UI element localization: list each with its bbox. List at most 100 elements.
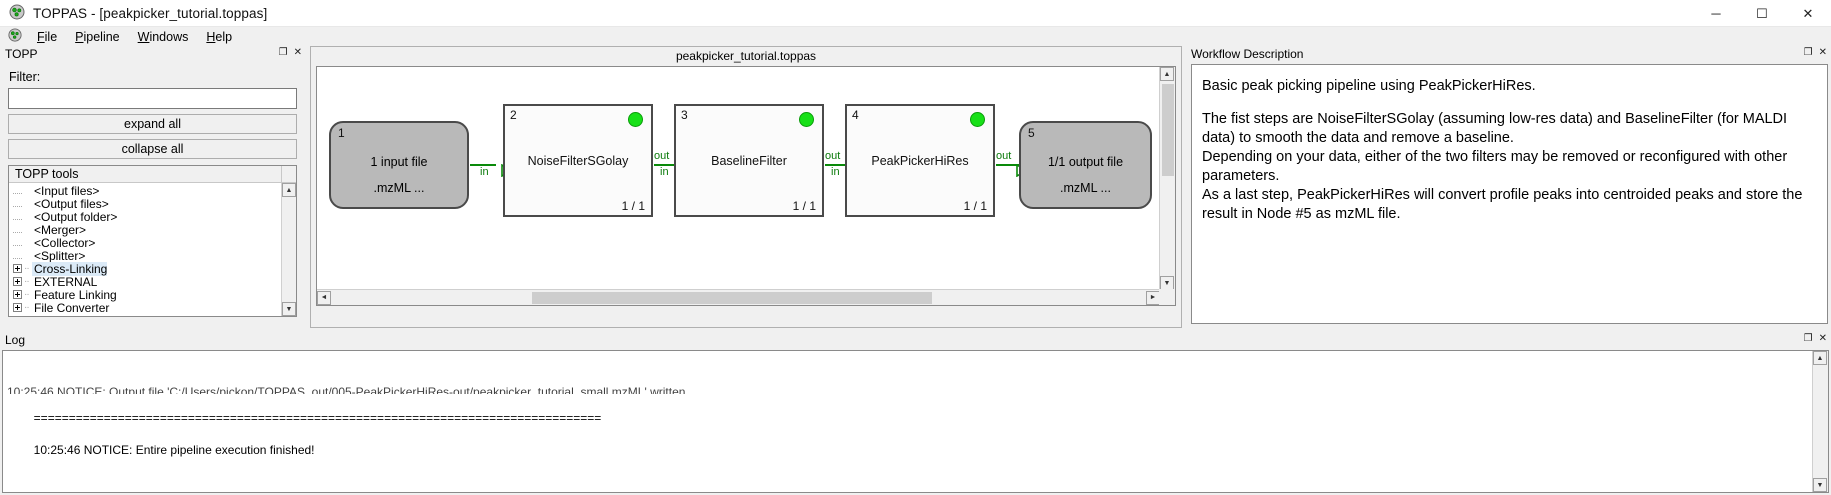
node-3-status-led-green — [799, 112, 814, 127]
tree-scroll-down-icon[interactable]: ▼ — [282, 302, 296, 316]
node-2-name: NoiseFilterSGolay — [527, 153, 629, 168]
tree-item-label: EXTERNAL — [34, 274, 98, 289]
tree-item[interactable]: ·· EXTERNAL — [9, 274, 281, 289]
tree-item[interactable]: <Merger> — [9, 222, 281, 237]
tree-item[interactable]: <Output folder> — [9, 210, 281, 224]
tree-item[interactable]: <Splitter> — [9, 248, 281, 263]
canvas-scroll-down-icon[interactable]: ▼ — [1160, 276, 1174, 290]
menu-file[interactable]: File — [37, 29, 58, 44]
expand-plus-icon[interactable] — [13, 290, 22, 299]
menu-windows[interactable]: Windows — [137, 29, 189, 44]
pipeline-node-4-peakpickerhires[interactable]: 4 PeakPickerHiRes 1 / 1 — [845, 104, 995, 217]
workflow-panel-dock-buttons: ❐ ✕ — [1804, 47, 1827, 58]
pipeline-mdi-window: peakpicker_tutorial.toppas 1 1 input fil… — [310, 46, 1182, 328]
node-5-number: 5 — [1028, 126, 1035, 140]
canvas-vertical-scroll-thumb[interactable] — [1162, 84, 1174, 176]
tree-connector-line — [13, 213, 22, 220]
workflow-paragraph-3: Depending on your data, either of the tw… — [1202, 149, 1788, 184]
edge-1-2-arrowhead — [492, 158, 512, 177]
tree-item[interactable]: ·· File Converter — [9, 300, 281, 315]
log-output-area[interactable]: 10:25:46 NOTICE: Output file 'C:/Users/p… — [2, 350, 1829, 493]
log-scroll-down-icon[interactable]: ▼ — [1813, 478, 1827, 492]
pipeline-node-2-noisefiltersgolay[interactable]: 2 NoiseFilterSGolay 1 / 1 — [503, 104, 653, 217]
tree-header-resize-handle[interactable] — [281, 166, 296, 182]
tree-item-label: Cross-Linking — [32, 261, 108, 276]
tree-item[interactable]: ··Cross-Linking — [9, 261, 281, 276]
tree-scroll-up-icon[interactable]: ▲ — [282, 183, 296, 197]
close-button[interactable]: ✕ — [1802, 5, 1814, 21]
pipeline-window-caption: peakpicker_tutorial.toppas — [311, 47, 1181, 64]
pipeline-canvas-frame: 1 1 input file .mzML ... in 2 NoiseFilte… — [316, 66, 1176, 306]
topp-panel-body: Filter: expand all collapse all TOPP too… — [0, 62, 306, 317]
filter-label: Filter: — [9, 70, 41, 84]
title-bar: TOPPAS - [peakpicker_tutorial.toppas] ─ … — [0, 0, 1831, 27]
canvas-scroll-right-icon[interactable]: ► — [1146, 290, 1160, 305]
tree-item[interactable]: ··Feature Linking — [9, 288, 281, 302]
canvas-scroll-left-icon[interactable]: ◄ — [317, 290, 331, 305]
log-lines: 10:25:46 NOTICE: Output file 'C:/Users/p… — [3, 351, 1828, 475]
tree-connector-line: ·· — [24, 289, 30, 300]
workflow-paragraph-2: The fist steps are NoiseFilterSGolay (as… — [1202, 111, 1788, 146]
canvas-scroll-up-icon[interactable]: ▲ — [1160, 67, 1174, 81]
tree-item[interactable]: <Output files> — [9, 196, 281, 211]
tree-item-list: <Input files><Output files><Output folde… — [9, 183, 281, 316]
log-line-1: 10:25:46 NOTICE: Output file 'C:/Users/p… — [7, 385, 686, 394]
tree-item-label: <Splitter> — [34, 248, 86, 263]
tree-item[interactable]: <Collector> — [9, 236, 281, 250]
collapse-all-button[interactable]: collapse all — [8, 139, 297, 159]
tree-item-label: <Output files> — [34, 196, 109, 211]
log-panel-close-icon[interactable]: ✕ — [1818, 333, 1827, 344]
log-vertical-scrollbar[interactable]: ▲ ▼ — [1812, 351, 1828, 492]
pipeline-node-5-output-file[interactable]: 5 1/1 output file .mzML ... — [1019, 121, 1152, 209]
mdi-document-icon — [8, 28, 22, 45]
workflow-description-panel: Workflow Description ❐ ✕ Basic peak pick… — [1186, 46, 1831, 328]
menu-help[interactable]: Help — [206, 29, 233, 44]
maximize-button[interactable]: ☐ — [1756, 5, 1768, 21]
topp-panel-title: TOPP — [5, 47, 38, 61]
pipeline-canvas[interactable]: 1 1 input file .mzML ... in 2 NoiseFilte… — [317, 67, 1160, 290]
tree-column-header[interactable]: TOPP tools — [9, 166, 296, 183]
log-panel: Log ❐ ✕ 10:25:46 NOTICE: Output file 'C:… — [0, 332, 1831, 495]
workflow-panel-close-icon[interactable]: ✕ — [1818, 47, 1827, 58]
filter-input[interactable] — [8, 88, 297, 109]
pipeline-node-3-baselinefilter[interactable]: 3 BaselineFilter 1 / 1 — [674, 104, 824, 217]
tree-item-label: <Merger> — [34, 222, 87, 237]
topp-panel-close-icon[interactable]: ✕ — [293, 47, 302, 58]
expand-plus-icon[interactable] — [13, 264, 22, 273]
tree-connector-line: ·· — [24, 276, 30, 287]
log-scroll-up-icon[interactable]: ▲ — [1813, 351, 1827, 365]
canvas-horizontal-scroll-thumb[interactable] — [532, 292, 932, 304]
tree-connector-line — [13, 200, 22, 207]
tree-item[interactable]: ··File Filtering / Extraction / Merging — [9, 314, 281, 317]
log-line-3: 10:25:46 NOTICE: Entire pipeline executi… — [33, 443, 315, 457]
edge-1-2-in-label: in — [480, 166, 489, 178]
node-1-number: 1 — [338, 126, 345, 140]
menu-pipeline-rest: ipeline — [83, 29, 120, 44]
menu-file-rest: ile — [44, 29, 58, 44]
canvas-vertical-scrollbar[interactable]: ▲ ▼ — [1159, 67, 1175, 290]
menu-help-rest: elp — [215, 29, 233, 44]
topp-tools-panel: TOPP ❐ ✕ Filter: expand all collapse all… — [0, 46, 306, 328]
tree-connector-line: ·· — [24, 302, 30, 313]
node-4-number: 4 — [852, 108, 859, 122]
expand-plus-icon[interactable] — [13, 303, 22, 312]
log-panel-float-icon[interactable]: ❐ — [1803, 333, 1813, 344]
tree-vertical-scrollbar[interactable]: ▲ ▼ — [281, 183, 296, 316]
node-1-line2: .mzML ... — [373, 181, 425, 195]
edge-3-4-in-label: in — [831, 166, 840, 178]
edge-3-4-out-label: out — [825, 150, 841, 162]
tree-item-label: File Converter — [34, 300, 110, 315]
expand-plus-icon[interactable] — [13, 277, 22, 286]
topp-panel-float-icon[interactable]: ❐ — [278, 47, 288, 58]
workflow-description-text[interactable]: Basic peak picking pipeline using PeakPi… — [1191, 64, 1828, 324]
minimize-button[interactable]: ─ — [1711, 6, 1721, 21]
menu-windows-rest: indows — [149, 29, 189, 44]
pipeline-node-1-input-file[interactable]: 1 1 input file .mzML ... — [329, 121, 469, 209]
menu-pipeline[interactable]: Pipeline — [75, 29, 120, 44]
workflow-panel-float-icon[interactable]: ❐ — [1803, 47, 1813, 58]
tree-item[interactable]: <Input files> — [9, 184, 281, 198]
log-panel-title-bar: Log ❐ ✕ — [0, 332, 1831, 348]
expand-all-button[interactable]: expand all — [8, 114, 297, 134]
canvas-horizontal-scrollbar[interactable]: ◄ ► — [317, 289, 1160, 305]
